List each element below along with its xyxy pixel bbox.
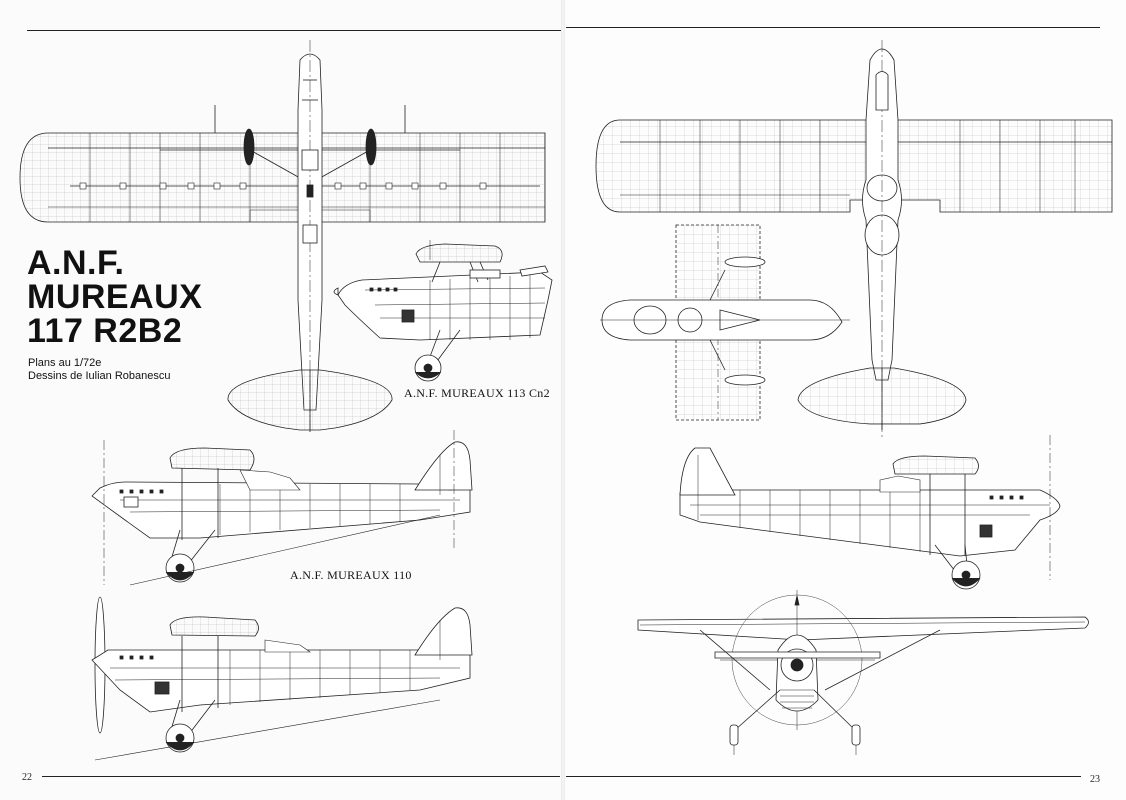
title-line-1: A.N.F.	[27, 244, 125, 282]
top-rule-right	[566, 27, 1100, 28]
side-view-mureaux-117-right	[679, 435, 1061, 590]
page-number-left: 22	[22, 772, 32, 783]
caption-mureaux-113: A.N.F. MUREAUX 113 Cn2	[404, 386, 550, 400]
caption-mureaux-110: A.N.F. MUREAUX 110	[290, 568, 412, 582]
title-line-2: MUREAUX	[27, 278, 203, 316]
side-view-mureaux-117	[91, 596, 473, 761]
top-view-plan-left	[19, 40, 546, 432]
title-line-3: 117 R2B2	[27, 312, 183, 350]
top-view-plan-right	[595, 40, 1113, 440]
top-rule-left	[27, 30, 561, 31]
author-note: Dessins de Iulian Robanescu	[28, 370, 171, 382]
front-view	[637, 590, 1089, 755]
title-block: A.N.F. MUREAUX 117 R2B2	[27, 246, 202, 348]
page-gutter	[561, 0, 565, 800]
side-view-mureaux-110	[91, 430, 473, 586]
credits: Plans au 1/72e Dessins de Iulian Robanes…	[28, 357, 170, 383]
side-view-mureaux-113	[333, 240, 553, 382]
bottom-rule-left	[42, 776, 560, 777]
page-number-right: 23	[1090, 774, 1100, 785]
scale-note: Plans au 1/72e	[28, 357, 102, 369]
bottom-rule-right	[566, 776, 1081, 777]
bottom-view-center-section	[600, 224, 850, 421]
